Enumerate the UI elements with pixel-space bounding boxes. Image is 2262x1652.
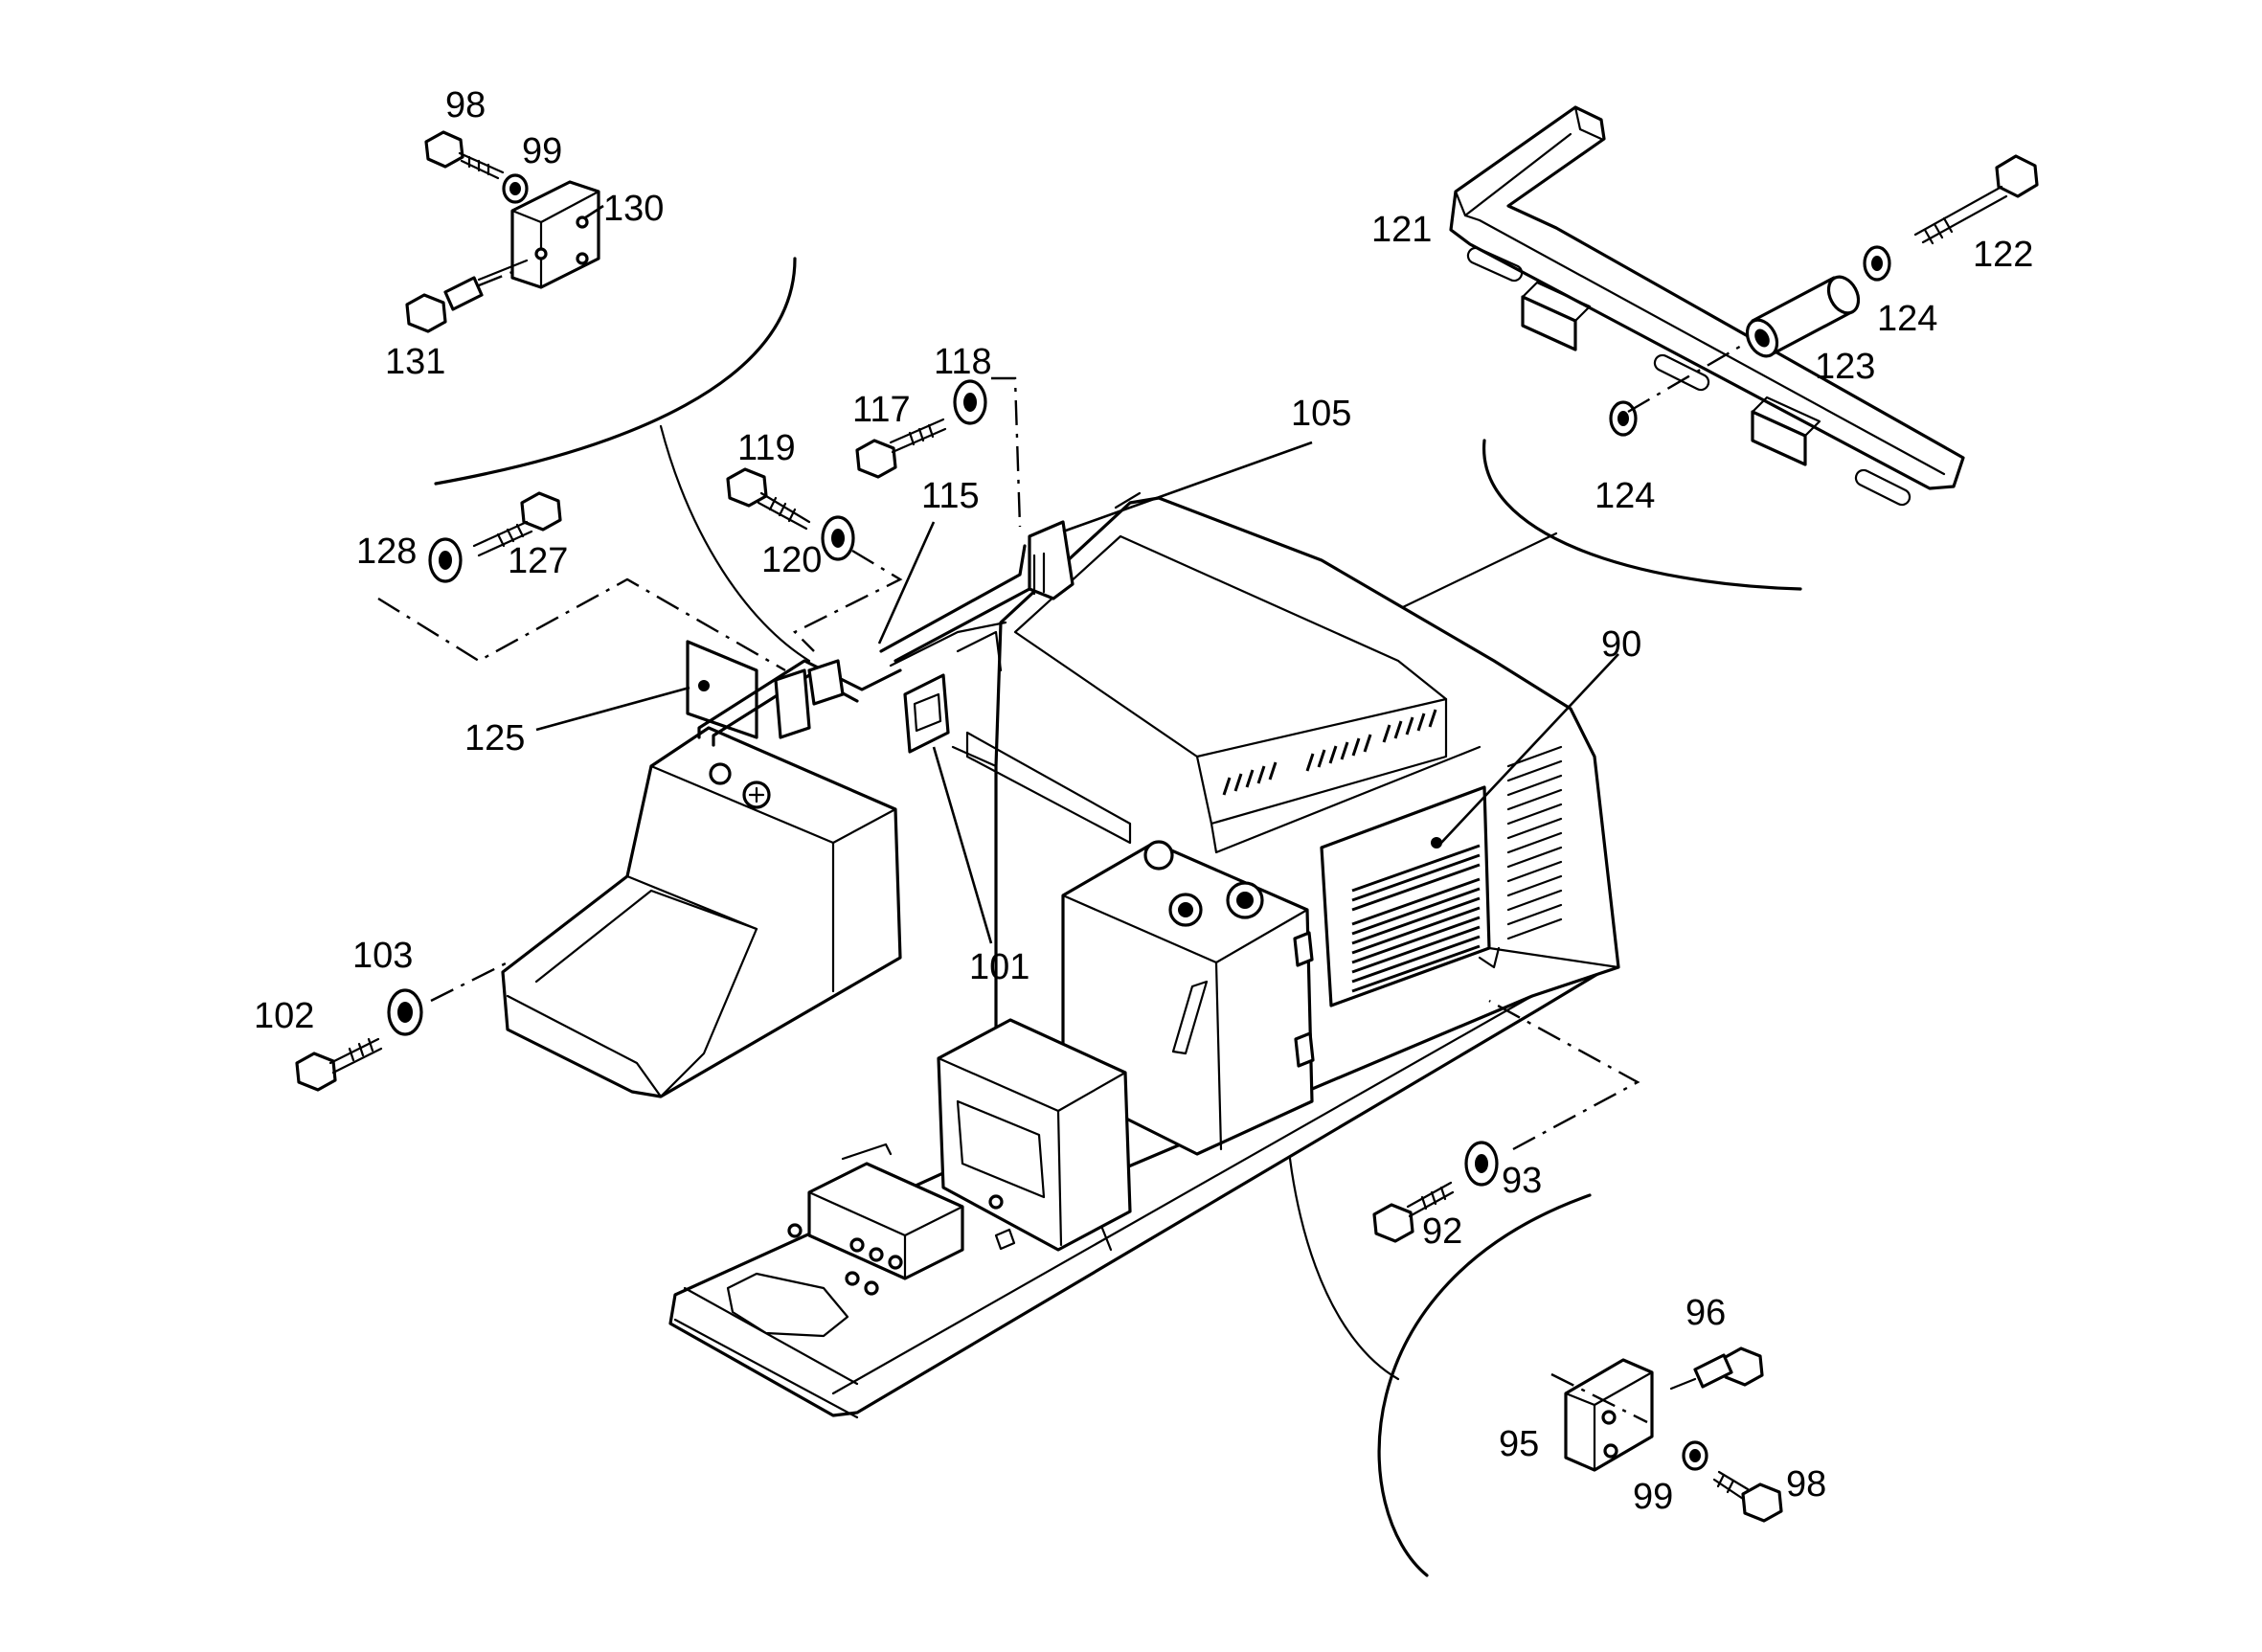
bracket-slot-1 xyxy=(1466,246,1524,283)
leader-115 xyxy=(877,521,936,645)
bolt-96 xyxy=(1722,1346,1764,1387)
tank-strap xyxy=(697,659,902,739)
bracket-tab-2 xyxy=(1751,410,1807,466)
bracket-slot-2 xyxy=(1653,353,1710,392)
detail-block-95 xyxy=(1550,1346,1783,1523)
label-127: 127 xyxy=(508,541,568,581)
label-103: 103 xyxy=(352,936,413,976)
label-92: 92 xyxy=(1422,1211,1462,1252)
label-98-bottom: 98 xyxy=(1786,1464,1826,1505)
hood-top-panel xyxy=(1013,534,1448,758)
bracket-slot-3 xyxy=(1854,468,1911,507)
label-115: 115 xyxy=(921,476,980,516)
detail-bracket-121 xyxy=(1449,105,2039,507)
valve-block xyxy=(807,1162,964,1280)
hood-front-rail xyxy=(965,731,1132,845)
label-119: 119 xyxy=(737,428,796,468)
detail-callout-arcs xyxy=(434,257,1802,1577)
hose-rod xyxy=(879,544,1027,653)
filler-cap xyxy=(1028,520,1074,600)
bolt-98-bottom xyxy=(1741,1482,1783,1523)
label-105: 105 xyxy=(1291,394,1351,434)
tank-bracket xyxy=(686,640,758,739)
bracket-tab-1 xyxy=(1521,295,1577,351)
bolt-119 xyxy=(726,467,768,508)
label-123: 123 xyxy=(1815,347,1875,387)
label-99-bottom: 99 xyxy=(1633,1477,1673,1517)
side-panel-grille xyxy=(1351,844,1481,993)
label-98-top: 98 xyxy=(445,85,486,125)
label-121: 121 xyxy=(1371,210,1432,250)
leader-101 xyxy=(932,746,993,944)
label-117: 117 xyxy=(852,390,911,430)
label-125: 125 xyxy=(464,718,525,758)
label-95: 95 xyxy=(1499,1424,1539,1464)
label-130: 130 xyxy=(603,189,664,229)
leader-125 xyxy=(535,686,690,732)
leader-105 xyxy=(1062,441,1313,533)
front-lower-box xyxy=(937,1018,1132,1252)
bolt-92 xyxy=(1372,1203,1414,1243)
label-93: 93 xyxy=(1502,1161,1542,1201)
leader-90 xyxy=(1440,653,1619,844)
left-tank-fender xyxy=(501,726,902,1098)
arc-detail-top-left xyxy=(434,257,797,486)
label-128: 128 xyxy=(356,532,417,572)
label-99-top: 99 xyxy=(522,131,562,171)
loose-fasteners xyxy=(295,376,1640,1243)
floor-recess xyxy=(726,1272,849,1338)
bolt-102 xyxy=(295,1052,337,1092)
arc-detail-bottom-right xyxy=(1377,1193,1592,1577)
label-90: 90 xyxy=(1601,624,1641,665)
label-120: 120 xyxy=(761,540,822,580)
label-124-left: 124 xyxy=(1595,476,1655,516)
bolt-122 xyxy=(1995,154,2039,198)
mount-bracket-101 xyxy=(903,673,950,754)
label-122: 122 xyxy=(1973,235,2033,275)
label-101: 101 xyxy=(969,947,1029,987)
label-96: 96 xyxy=(1685,1293,1726,1333)
detail-block-130 xyxy=(405,130,600,333)
leader-130 xyxy=(583,204,604,220)
bolt-117 xyxy=(855,439,897,479)
leader-lines xyxy=(535,204,1619,944)
part-labels: 90 92 93 95 96 98 98 99 99 101 102 103 1… xyxy=(254,85,2033,1517)
side-louvres xyxy=(1506,745,1563,940)
machine-body xyxy=(501,491,1620,1419)
bolt-127 xyxy=(520,491,562,532)
bolt-98-top xyxy=(424,130,464,169)
label-118: 118 xyxy=(934,342,992,382)
hood-top-vents xyxy=(1222,709,1437,796)
label-124-right: 124 xyxy=(1877,299,1937,339)
arc-detail-top-right xyxy=(1482,439,1802,591)
bolt-131 xyxy=(405,293,447,333)
leader-detail-top-left xyxy=(659,424,811,663)
label-102: 102 xyxy=(254,996,314,1036)
label-131: 131 xyxy=(385,342,445,382)
